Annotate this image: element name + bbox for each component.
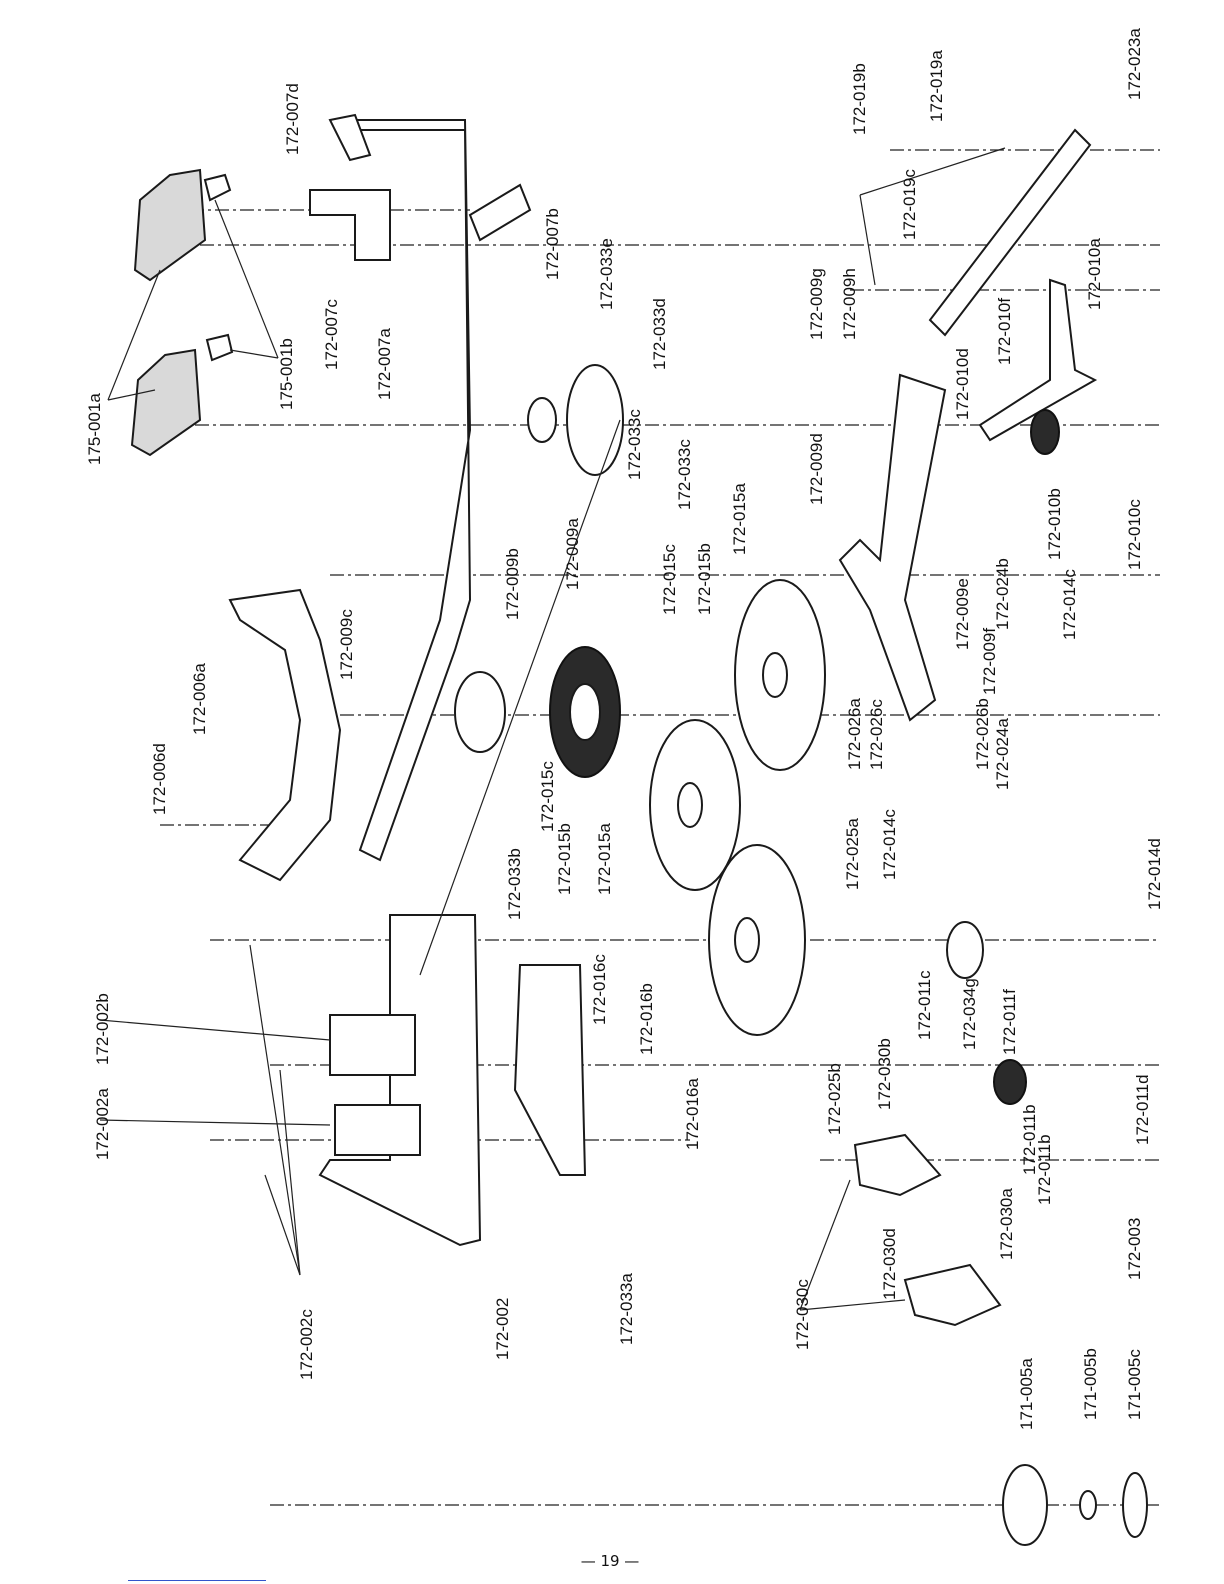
part-175-001a-pads xyxy=(130,168,207,457)
label-172-026b: 172-026b xyxy=(973,698,992,770)
label-172-026c: 172-026c xyxy=(867,699,886,770)
label-172-002b: 172-002b xyxy=(93,993,112,1065)
label-172-015a-low: 172-015a xyxy=(595,823,614,895)
label-172-006d: 172-006d xyxy=(150,743,169,815)
part-172-015a-wheel-lower xyxy=(649,719,741,891)
label-172-009d: 172-009d xyxy=(807,433,826,505)
label-172-009g: 172-009g xyxy=(807,268,826,340)
label-172-015c-top: 172-015c xyxy=(660,544,679,615)
label-172-033c-mid: 172-033c xyxy=(675,439,694,510)
label-172-002: 172-002 xyxy=(493,1298,512,1360)
label-172-025a: 172-025a xyxy=(843,818,862,890)
label-172-011f: 172-011f xyxy=(1000,989,1019,1055)
label-172-016b: 172-016b xyxy=(637,983,656,1055)
label-172-015c-low: 172-015c xyxy=(538,761,557,832)
label-172-015a-top: 172-015a xyxy=(730,483,749,555)
label-172-009f: 172-009f xyxy=(980,628,999,695)
part-172-034g-spring xyxy=(946,921,984,979)
label-172-007c: 172-007c xyxy=(322,299,341,370)
page-number: — 19 — xyxy=(580,1552,640,1570)
label-172-033e: 172-033e xyxy=(597,238,616,310)
part-172-009d-crank xyxy=(838,373,947,722)
part-labels: 175-001a 175-001b 172-007d 172-007c 172-… xyxy=(85,28,1164,1430)
label-175-001a: 175-001a xyxy=(85,393,104,465)
label-172-009e: 172-009e xyxy=(953,578,972,650)
label-171-005b: 171-005b xyxy=(1081,1348,1100,1420)
label-172-010c: 172-010c xyxy=(1125,499,1144,570)
footer-rule xyxy=(128,1580,266,1581)
label-172-003: 172-003 xyxy=(1125,1218,1144,1280)
part-172-016a-wheel xyxy=(708,844,806,1036)
part-171-005-knobs xyxy=(1002,1464,1148,1546)
label-172-007d: 172-007d xyxy=(283,83,302,155)
leader-lines xyxy=(99,147,1006,1311)
part-172-033d-disc xyxy=(566,364,624,476)
part-172-006a-arm xyxy=(228,588,342,882)
part-172-009a-pulley xyxy=(549,646,621,778)
label-172-002c: 172-002c xyxy=(297,1309,316,1380)
part-172-007a-lever xyxy=(328,113,472,862)
label-172-015b-top: 172-015b xyxy=(695,543,714,615)
label-172-014c-low: 172-014c xyxy=(880,809,899,880)
part-172-007c-bracket xyxy=(309,189,391,261)
label-172-019c: 172-019c xyxy=(900,169,919,240)
label-172-023a: 172-023a xyxy=(1125,28,1144,100)
label-172-033d: 172-033d xyxy=(650,298,669,370)
label-172-002a: 172-002a xyxy=(93,1088,112,1160)
part-172-033a-plate xyxy=(513,964,587,1176)
label-172-030b: 172-030b xyxy=(875,1038,894,1110)
part-172-033e-cam xyxy=(527,397,557,443)
label-172-024b: 172-024b xyxy=(993,558,1012,630)
part-172-002-base-plate xyxy=(318,914,482,1247)
part-172-009b-gear xyxy=(454,671,506,753)
label-172-025b: 172-025b xyxy=(825,1063,844,1135)
part-172-007b-spring xyxy=(468,183,532,242)
part-172-030-brackets xyxy=(853,1133,1002,1327)
label-172-019a: 172-019a xyxy=(927,50,946,122)
label-172-011b-a: 172-011b xyxy=(1020,1104,1039,1175)
part-172-010b-gear xyxy=(1030,409,1060,455)
part-172-002a-coil xyxy=(334,1104,421,1156)
label-172-014c-top: 172-014c xyxy=(1060,569,1079,640)
label-172-030c: 172-030c xyxy=(793,1279,812,1350)
label-172-010d: 172-010d xyxy=(953,348,972,420)
label-175-001b: 175-001b xyxy=(277,338,296,410)
label-171-005a: 171-005a xyxy=(1017,1358,1036,1430)
label-172-015b-low: 172-015b xyxy=(555,823,574,895)
label-171-005c: 171-005c xyxy=(1125,1349,1144,1420)
label-172-016c: 172-016c xyxy=(590,954,609,1025)
part-172-019a-link xyxy=(928,128,1092,337)
label-172-006a: 172-006a xyxy=(190,663,209,735)
label-172-024a: 172-024a xyxy=(993,718,1012,790)
label-172-014d: 172-014d xyxy=(1145,838,1164,910)
label-172-009b: 172-009b xyxy=(503,548,522,620)
label-172-010a: 172-010a xyxy=(1085,238,1104,310)
part-172-033b-belt xyxy=(419,419,621,976)
part-172-011b-roller xyxy=(993,1059,1027,1105)
label-172-033b: 172-033b xyxy=(505,848,524,920)
label-172-030d: 172-030d xyxy=(880,1228,899,1300)
part-175-001b-screws xyxy=(203,173,234,362)
label-172-033c-top: 172-033c xyxy=(625,409,644,480)
label-172-009a: 172-009a xyxy=(563,518,582,590)
label-172-030a: 172-030a xyxy=(997,1188,1016,1260)
label-172-010b: 172-010b xyxy=(1045,488,1064,560)
label-172-009c: 172-009c xyxy=(337,609,356,680)
label-172-009h: 172-009h xyxy=(840,268,859,340)
label-172-007b: 172-007b xyxy=(543,208,562,280)
label-172-007a: 172-007a xyxy=(375,328,394,400)
label-172-033a: 172-033a xyxy=(617,1273,636,1345)
label-172-011b-b: 172-011b xyxy=(1035,1134,1054,1205)
label-172-026a: 172-026a xyxy=(845,698,864,770)
label-172-011d: 172-011d xyxy=(1133,1074,1152,1145)
part-172-015a-wheel-upper xyxy=(734,579,826,771)
label-172-010f: 172-010f xyxy=(995,298,1014,365)
label-172-016a: 172-016a xyxy=(683,1078,702,1150)
label-172-011c: 172-011c xyxy=(915,970,934,1040)
label-172-019b: 172-019b xyxy=(850,63,869,135)
label-172-034g: 172-034g xyxy=(960,978,979,1050)
part-172-002b-coil xyxy=(329,1014,416,1076)
